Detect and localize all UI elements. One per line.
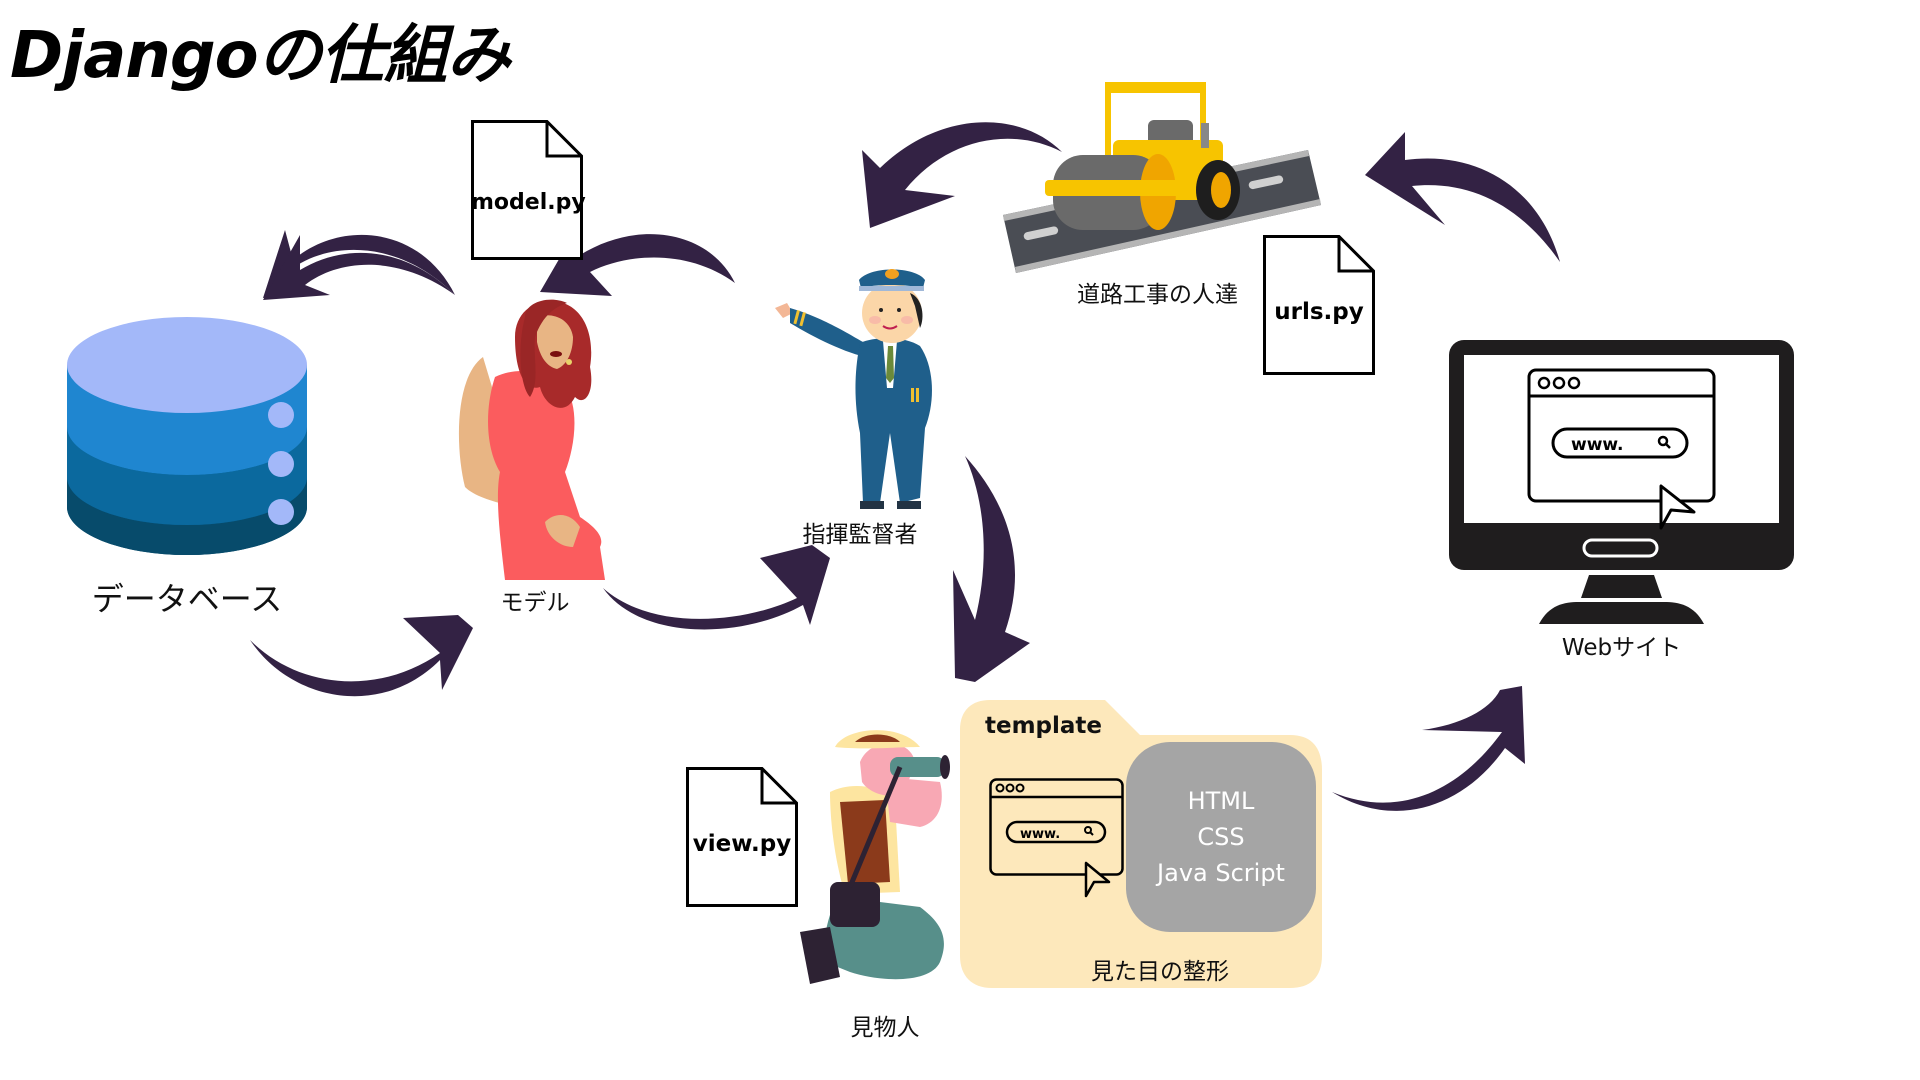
urls-py-file: urls.py bbox=[1263, 235, 1375, 375]
arrow-website-to-roller bbox=[1365, 132, 1560, 262]
database-icon bbox=[67, 317, 307, 555]
conductor-pointing-illustration bbox=[775, 269, 932, 509]
person-with-binoculars-illustration bbox=[800, 730, 950, 984]
page-title: Djangoの仕組み bbox=[10, 19, 511, 93]
model-label: モデル bbox=[500, 590, 570, 616]
view-py-file: view.py bbox=[686, 767, 798, 907]
woman-in-red-dress-illustration bbox=[458, 299, 605, 580]
language-css: CSS bbox=[1197, 823, 1245, 851]
file-icon bbox=[471, 120, 583, 260]
road-workers-label: 道路工事の人達 bbox=[1077, 282, 1238, 308]
browser-window-icon: www. bbox=[989, 778, 1124, 898]
database-label: データベース bbox=[91, 580, 283, 618]
language-html: HTML bbox=[1187, 787, 1255, 815]
view-py-filename: view.py bbox=[692, 831, 792, 857]
arrow-model-to-conductor bbox=[603, 545, 830, 630]
road-roller-illustration bbox=[1003, 82, 1321, 273]
language-javascript: Java Script bbox=[1157, 859, 1285, 887]
model-py-filename: model.py bbox=[471, 190, 586, 215]
template-folder-label: template bbox=[985, 713, 1103, 739]
arrow-database-to-model bbox=[250, 615, 473, 697]
viewer-label: 見物人 bbox=[850, 1015, 920, 1041]
monitor-browser-icon: www. bbox=[1449, 340, 1794, 624]
urls-py-filename: urls.py bbox=[1274, 299, 1364, 325]
template-url-text: www. bbox=[1020, 827, 1060, 842]
file-icon bbox=[686, 767, 798, 907]
code-languages-box: HTML CSS Java Script bbox=[1126, 742, 1316, 932]
template-caption: 見た目の整形 bbox=[1091, 959, 1229, 985]
arrow-conductor-to-viewer bbox=[953, 456, 1030, 682]
website-label: Webサイト bbox=[1561, 635, 1682, 661]
conductor-label: 指揮監督者 bbox=[802, 522, 918, 548]
arrow-model-to-database bbox=[263, 230, 455, 298]
arrow-template-to-website bbox=[1332, 686, 1525, 811]
arrow-model-to-database-head bbox=[263, 235, 455, 300]
arrow-roller-to-conductor bbox=[862, 122, 1062, 228]
monitor-url-text: www. bbox=[1571, 435, 1624, 455]
model-py-file: model.py bbox=[471, 120, 586, 260]
file-icon bbox=[1263, 235, 1375, 375]
arrow-conductor-to-model bbox=[540, 223, 735, 296]
